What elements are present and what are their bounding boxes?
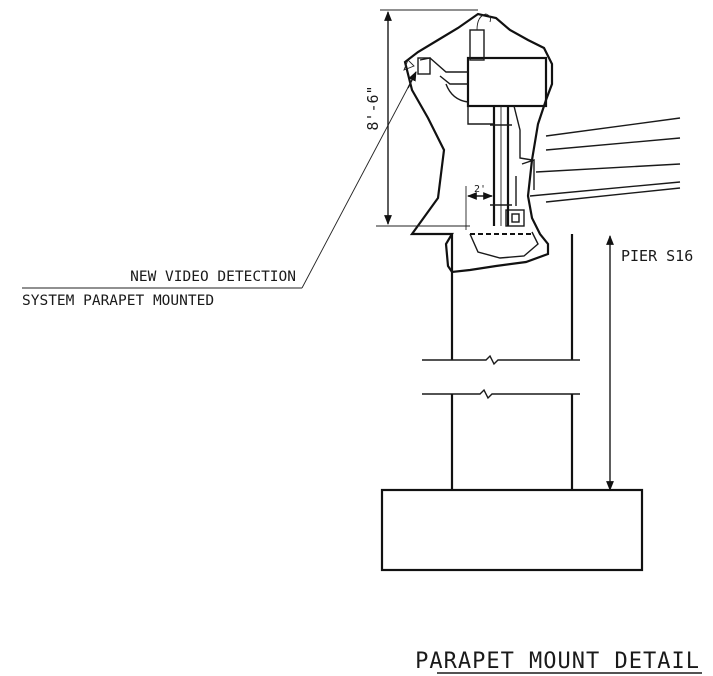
pier-label: PIER S16 <box>621 247 693 265</box>
drawing-title: PARAPET MOUNT DETAIL <box>415 649 700 674</box>
camera-housing <box>466 56 548 108</box>
offset-dimension <box>465 186 493 230</box>
height-dimension <box>376 9 478 227</box>
callout-line-2: SYSTEM PARAPET MOUNTED <box>22 293 214 309</box>
parapet-section <box>403 12 554 274</box>
girder-lines <box>529 117 681 203</box>
camera-head <box>469 29 485 61</box>
sensor <box>417 57 431 75</box>
pier <box>380 234 644 572</box>
base-plate <box>505 209 525 227</box>
callout-line-1: NEW VIDEO DETECTION <box>130 269 296 285</box>
offset-dimension-label: 2' <box>474 184 486 195</box>
parapet-outline <box>403 12 554 274</box>
pier-footing <box>380 488 644 572</box>
height-dimension-label: 8'-6" <box>364 85 382 130</box>
callout-leader <box>22 71 417 289</box>
camera-assembly <box>403 13 548 226</box>
